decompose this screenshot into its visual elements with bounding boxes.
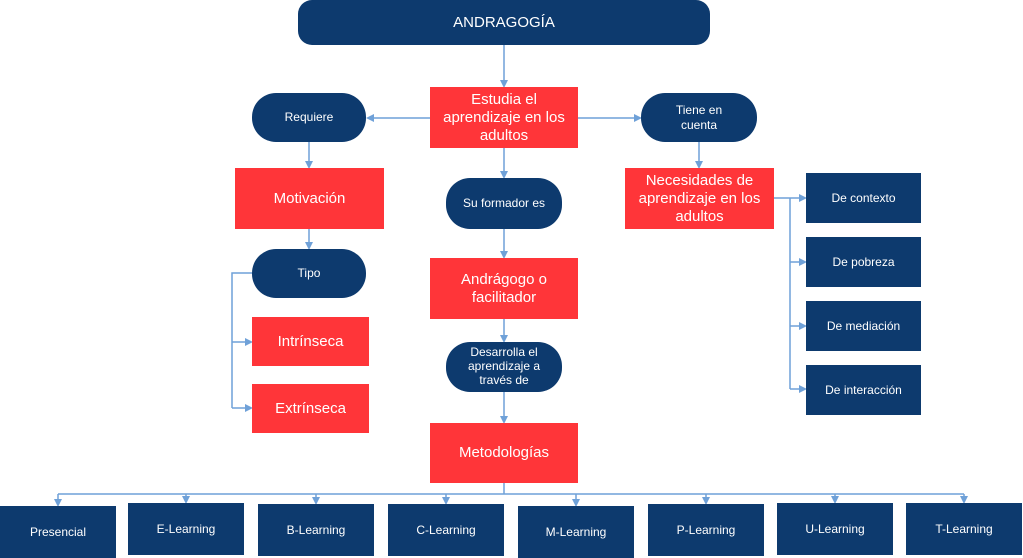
node-methodology-m-learning: M-Learning xyxy=(518,506,634,558)
node-necesidad-mediacion: De mediación xyxy=(806,301,921,351)
methodology-label: M-Learning xyxy=(545,524,607,539)
node-su-formador: Su formador es xyxy=(446,178,562,229)
node-methodology-u-learning: U-Learning xyxy=(777,503,893,555)
extrinseca-label: Extrínseca xyxy=(275,399,346,417)
node-extrinseca: Extrínseca xyxy=(252,384,369,433)
necesidad-label: De pobreza xyxy=(832,254,895,269)
node-tipo: Tipo xyxy=(252,249,366,298)
methodology-label: U-Learning xyxy=(805,521,865,536)
desarrolla-label: Desarrolla el aprendizaje a través de xyxy=(467,345,541,387)
node-estudia: Estudia el aprendizaje en los adultos xyxy=(430,87,578,148)
node-methodology-c-learning: C-Learning xyxy=(388,504,504,556)
methodology-label: E-Learning xyxy=(156,521,216,536)
node-desarrolla: Desarrolla el aprendizaje a través de xyxy=(446,342,562,392)
motivacion-label: Motivación xyxy=(273,189,346,207)
methodology-label: B-Learning xyxy=(286,522,346,537)
tiene-label: Tiene en cuenta xyxy=(675,103,723,132)
methodology-label: C-Learning xyxy=(416,522,476,537)
necesidad-label: De contexto xyxy=(831,190,896,205)
node-requiere: Requiere xyxy=(252,93,366,142)
node-methodology-presencial: Presencial xyxy=(0,506,116,558)
node-intrinseca: Intrínseca xyxy=(252,317,369,366)
node-methodology-e-learning: E-Learning xyxy=(128,503,244,555)
tipo-label: Tipo xyxy=(297,266,321,281)
node-andragogo: Andrágogo o facilitador xyxy=(430,258,578,319)
node-methodology-t-learning: T-Learning xyxy=(906,503,1022,555)
root-node-andragogia: ANDRAGOGÍA xyxy=(298,0,710,45)
andragogo-label: Andrágogo o facilitador xyxy=(461,270,547,306)
metodologias-label: Metodologías xyxy=(458,444,550,461)
methodology-label: T-Learning xyxy=(935,521,993,536)
node-necesidad-pobreza: De pobreza xyxy=(806,237,921,287)
methodology-label: Presencial xyxy=(29,524,87,539)
necesidades-label: Necesidades de aprendizaje en los adulto… xyxy=(638,171,761,225)
node-metodologias: Metodologías xyxy=(430,423,578,483)
node-tiene-en-cuenta: Tiene en cuenta xyxy=(641,93,757,142)
estudia-label: Estudia el aprendizaje en los adultos xyxy=(443,90,565,144)
connector-tipo-branch xyxy=(231,272,252,408)
node-methodology-b-learning: B-Learning xyxy=(258,504,374,556)
necesidad-label: De interacción xyxy=(825,382,902,397)
intrinseca-label: Intrínseca xyxy=(277,332,344,350)
methodology-label: P-Learning xyxy=(676,522,736,537)
node-necesidad-contexto: De contexto xyxy=(806,173,921,223)
node-necesidades: Necesidades de aprendizaje en los adulto… xyxy=(625,168,774,229)
formador-label: Su formador es xyxy=(462,196,546,211)
necesidad-label: De mediación xyxy=(826,318,901,333)
node-motivacion: Motivación xyxy=(235,168,384,229)
node-necesidad-interaccion: De interacción xyxy=(806,365,921,415)
root-label: ANDRAGOGÍA xyxy=(453,13,555,31)
requiere-label: Requiere xyxy=(284,110,334,125)
node-methodology-p-learning: P-Learning xyxy=(648,504,764,556)
